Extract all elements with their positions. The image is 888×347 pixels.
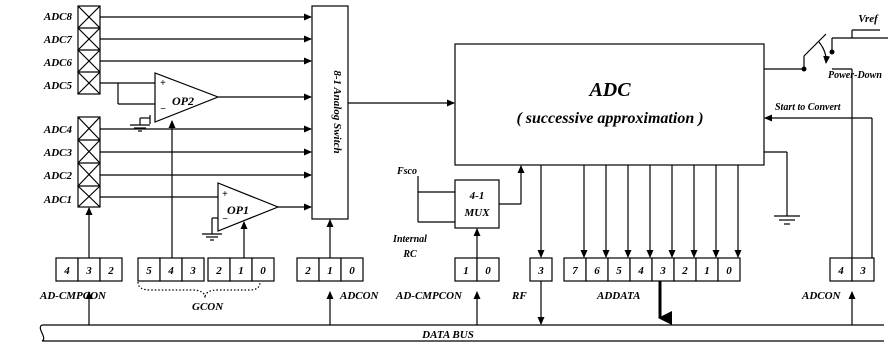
- adc5-label: ADC5: [43, 80, 73, 92]
- adcon-left-register-bit: 1: [327, 265, 333, 277]
- adc8-label: ADC8: [43, 11, 73, 23]
- adcon-left-label: ADCON: [339, 290, 380, 302]
- adc1-label: ADC1: [43, 194, 72, 206]
- adcon-left-register-cell: [340, 257, 364, 282]
- data-bus-label: DATA BUS: [421, 329, 474, 341]
- adcon-right-label: ADCON: [801, 290, 842, 302]
- ad-cmpcon-left-label: AD-CMPCON: [39, 290, 107, 302]
- addata-register-bit: 3: [659, 265, 666, 277]
- gcon-brace: [137, 281, 261, 299]
- control-wires: [85, 120, 481, 258]
- gcon-register-bit: 5: [146, 265, 152, 277]
- gcon-register-cell: [181, 257, 205, 282]
- op2-plus-sign: +: [160, 78, 166, 89]
- adcon-right-register-bit: 4: [837, 265, 844, 277]
- mux-label-1: 4-1: [469, 190, 485, 202]
- ad-cmpcon-mid-label: AD-CMPCON: [395, 290, 463, 302]
- adc-block: ADC ( successive approximation ): [454, 43, 765, 166]
- op1-amplifier: + − OP1: [217, 182, 280, 232]
- fsco-label: Fsco: [396, 166, 417, 177]
- addata-register-bit: 0: [726, 265, 732, 277]
- adc7-label: ADC7: [43, 34, 73, 46]
- gcon-register-bit: 1: [238, 265, 244, 277]
- adc3-label: ADC3: [43, 147, 73, 159]
- rf-register-bit: 3: [537, 265, 544, 277]
- addata-register-bit: 4: [637, 265, 644, 277]
- adcon-left-register-bit: 2: [304, 265, 311, 277]
- op2-amplifier: + − OP2: [154, 72, 220, 123]
- mux-wires: [417, 165, 525, 223]
- mux-block: 4-1 MUX: [454, 179, 500, 229]
- gcon-label: GCON: [192, 301, 224, 313]
- adc-output-wires: [537, 165, 742, 258]
- ad-cmpcon-left-register-cell: [99, 257, 123, 282]
- rc-label: RC: [402, 249, 417, 260]
- ad-cmpcon-mid-register-bit: 1: [463, 265, 469, 277]
- adc-title: ADC: [587, 79, 631, 101]
- gcon-register-bit: 4: [167, 265, 174, 277]
- analog-switch: 8-1 Analog Switch: [311, 5, 349, 220]
- adc6-label: ADC6: [43, 57, 73, 69]
- gcon-register-bit: 2: [215, 265, 222, 277]
- bus-connections: [85, 281, 856, 325]
- start-to-convert-label: Start to Convert: [775, 102, 842, 113]
- gcon-register-bit: 0: [260, 265, 266, 277]
- ad-cmpcon-left-register-bit: 3: [85, 265, 92, 277]
- ad-cmpcon-mid-register-cell: [476, 257, 500, 282]
- mux-label-2: MUX: [463, 207, 490, 219]
- internal-label: Internal: [392, 234, 427, 245]
- data-bus: DATA BUS: [39, 324, 884, 342]
- op2-minus-sign: −: [160, 104, 166, 115]
- vref-label: Vref: [858, 13, 879, 25]
- switch-contact-dot: [801, 66, 807, 72]
- registers: 4 3 2 5 4 3 2 1 0 2 1 0 1 0 3 7 6 5 4 3 2 1 0 4 3: [55, 257, 875, 282]
- addata-register-bit: 7: [572, 265, 578, 277]
- power-down-label: Power-Down: [828, 70, 882, 81]
- addata-register-bit: 5: [616, 265, 622, 277]
- gcon-register-bit: 3: [189, 265, 196, 277]
- adc-subtitle: ( successive approximation ): [516, 110, 703, 127]
- adc4-label: ADC4: [43, 124, 73, 136]
- addata-register-bit: 2: [681, 265, 688, 277]
- ad-cmpcon-mid-register-bit: 0: [485, 265, 491, 277]
- op1-minus-sign: −: [222, 214, 228, 225]
- addata-register-bit: 6: [594, 265, 600, 277]
- adcon-right-register-bit: 3: [859, 265, 866, 277]
- op1-plus-sign: +: [222, 189, 228, 200]
- op2-label: OP2: [172, 94, 194, 108]
- op1-label: OP1: [227, 203, 249, 217]
- addata-label: ADDATA: [596, 290, 640, 302]
- vref-switch: [764, 29, 888, 258]
- adcon-right-register-cell: [851, 257, 875, 282]
- switch-contact-dot: [829, 49, 835, 55]
- adcon-left-register-bit: 0: [349, 265, 355, 277]
- ad-cmpcon-left-register-bit: 2: [107, 265, 114, 277]
- input-wires: [100, 13, 312, 241]
- addata-register-cell: [717, 257, 741, 282]
- adc2-label: ADC2: [43, 170, 73, 182]
- ad-cmpcon-left-register-bit: 4: [63, 265, 70, 277]
- analog-switch-label: 8-1 Analog Switch: [331, 70, 343, 153]
- rf-label: RF: [511, 290, 527, 302]
- adc-input-cells: [77, 5, 101, 208]
- gcon-register-cell: [251, 257, 275, 282]
- addata-register-bit: 1: [704, 265, 710, 277]
